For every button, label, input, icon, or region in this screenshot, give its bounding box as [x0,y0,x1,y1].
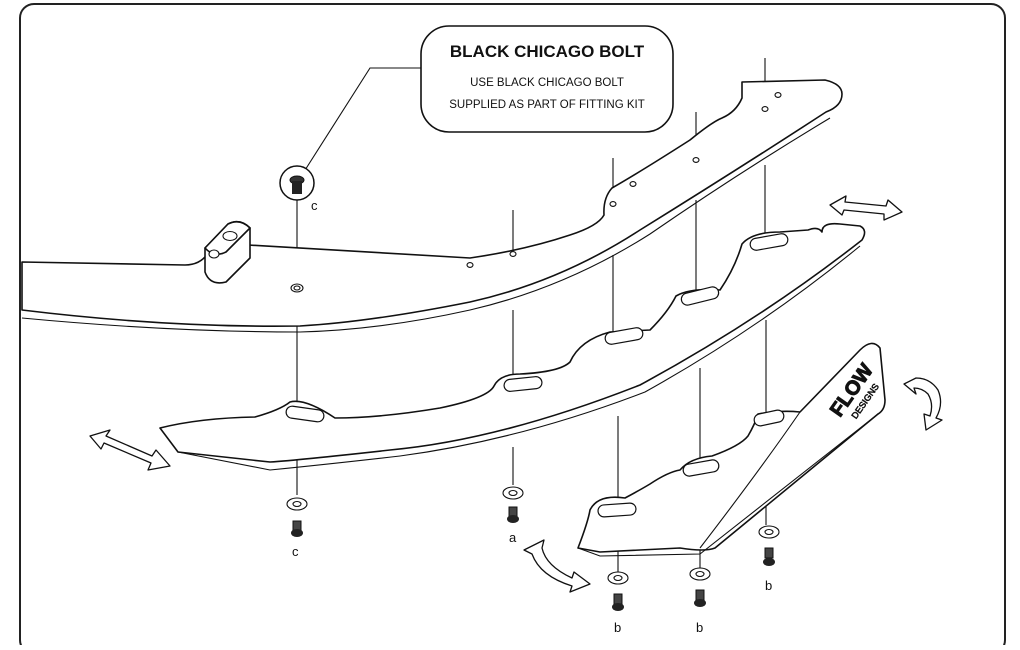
fastener-left-c: c [286,497,308,559]
rotate-arrow-right [903,377,943,431]
callout-title: BLACK CHICAGO BOLT [450,42,645,61]
fastener-mid-a: a [502,486,524,545]
callout-line-2: SUPPLIED AS PART OF FITTING KIT [449,99,645,111]
label-left-c: c [292,544,299,559]
label-mid-a: a [509,530,517,545]
callout-line-1: USE BLACK CHICAGO BOLT [470,77,624,89]
fastener-b1: b [607,571,629,635]
adjust-arrow-left [89,429,171,471]
diagram-frame [19,3,1006,650]
fastener-b2: b [689,567,711,635]
label-b1: b [614,620,621,635]
fastener-b3: b [758,525,780,593]
middle-slotted-splitter [159,222,866,471]
mounting-bracket [204,220,251,284]
callout-box: BLACK CHICAGO BOLT USE BLACK CHICAGO BOL… [420,25,674,133]
chicago-bolt-detail: c [279,165,318,213]
label-b3: b [765,578,772,593]
adjust-arrow-top-right [829,195,903,221]
label-b2: b [696,620,703,635]
rotate-arrow-bottom [523,539,591,593]
callout-leader-line [299,67,424,179]
label-top-c: c [311,198,318,213]
